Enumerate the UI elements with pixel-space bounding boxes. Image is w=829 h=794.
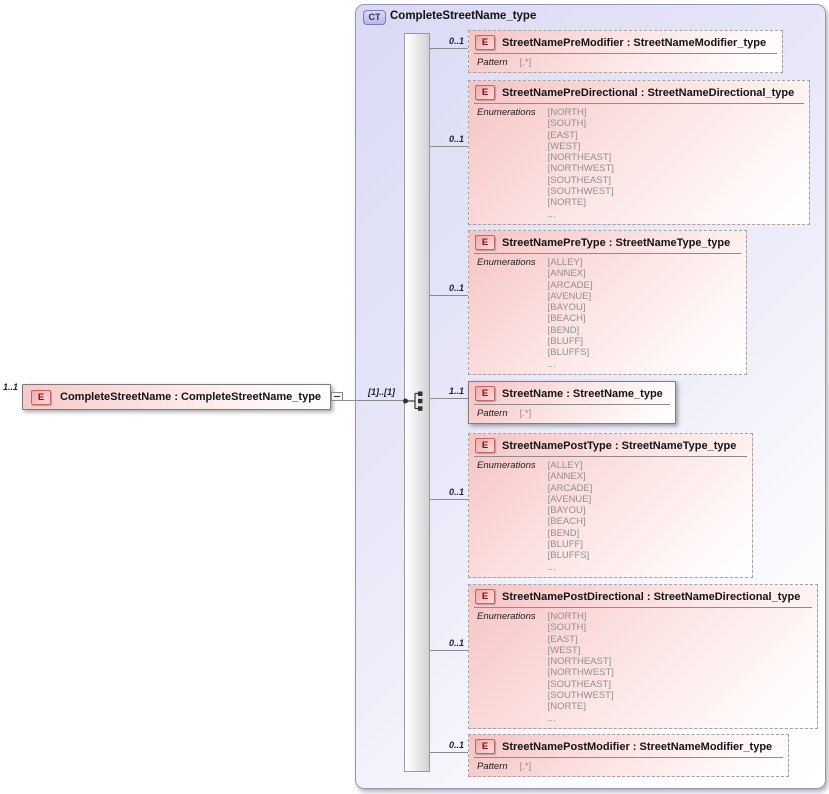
root-element-box[interactable]: E CompleteStreetName : CompleteStreetNam… [22,384,331,410]
cardinality-label: 0..1 [448,740,464,750]
element-box-streetnamepredirectional[interactable]: E StreetNamePreDirectional : StreetNameD… [468,80,810,225]
complex-type-title: CompleteStreetName_type [390,10,537,22]
element-title-row: E StreetNamePreType : StreetNameType_typ… [469,231,746,253]
connector-line [430,650,468,651]
facet-values: [ALLEY][ANNEX][ARCADE][AVENUE][BAYOU][BE… [547,460,593,573]
element-box-streetnamepremodifier[interactable]: E StreetNamePreModifier : StreetNameModi… [468,30,783,74]
sequence-icon[interactable] [401,390,431,412]
element-box-streetnamepostmodifier[interactable]: E StreetNamePostModifier : StreetNameMod… [468,734,789,778]
facet-label: Pattern [477,57,508,68]
facet-row: Pattern [.*] [474,53,777,72]
element-title-row: E StreetNamePreModifier : StreetNameModi… [469,31,782,53]
element-title: StreetNamePostType : StreetNameType_type [502,439,737,452]
complex-type-badge: CT [363,10,386,25]
facet-values: [NORTH][SOUTH][EAST][WEST][NORTHEAST][NO… [547,107,614,220]
root-connector-label: [1]..[1] [368,387,395,397]
element-title-row: E StreetNamePostDirectional : StreetName… [469,585,817,607]
cardinality-label: 0..1 [448,283,464,293]
element-title-row: E StreetNamePreDirectional : StreetNameD… [469,81,809,103]
element-badge: E [31,389,51,405]
facet-row: Enumerations [NORTH][SOUTH][EAST][WEST][… [474,607,812,728]
facet-label: Enumerations [477,460,536,471]
facet-values: [NORTH][SOUTH][EAST][WEST][NORTHEAST][NO… [547,611,614,724]
connector-line [430,295,468,296]
facet-label: Enumerations [477,107,536,118]
root-cardinality-label: 1..1 [3,382,19,392]
element-badge: E [475,85,495,100]
element-badge: E [475,739,495,754]
element-badge: E [475,438,495,453]
element-title: StreetNamePostModifier : StreetNameModif… [502,740,773,753]
facet-label: Pattern [477,408,508,419]
cardinality-label: 0..1 [448,134,464,144]
facet-label: Enumerations [477,611,536,622]
connector-line [343,400,405,401]
facet-row: Enumerations [ALLEY][ANNEX][ARCADE][AVEN… [474,456,747,577]
element-title: StreetName : StreetName_type [502,387,663,400]
facet-label: Pattern [477,761,508,772]
connector-line [430,398,468,399]
expand-collapse-handle[interactable] [331,392,343,401]
cardinality-label: 0..1 [448,638,464,648]
collapse-minus-icon [334,396,340,397]
element-title: StreetNamePreDirectional : StreetNameDir… [502,86,795,99]
facet-values: [.*] [519,57,532,68]
element-box-streetname[interactable]: E StreetName : StreetName_type Pattern [… [468,381,676,425]
connector-line [430,499,468,500]
cardinality-label: 1..1 [448,386,464,396]
facet-row: Pattern [.*] [474,757,783,776]
facet-values: [.*] [519,408,532,419]
element-title-row: E StreetName : StreetName_type [469,382,675,404]
cardinality-label: 0..1 [448,487,464,497]
connector-line [430,752,468,753]
element-title: StreetNamePostDirectional : StreetNameDi… [502,590,801,603]
facet-row: Pattern [.*] [474,404,670,423]
facet-values: [ALLEY][ANNEX][ARCADE][AVENUE][BAYOU][BE… [547,257,593,370]
cardinality-label: 0..1 [448,36,464,46]
element-badge: E [475,35,495,50]
root-element-title: CompleteStreetName : CompleteStreetName_… [60,391,322,403]
element-badge: E [475,235,495,250]
element-title-row: E StreetNamePostModifier : StreetNameMod… [469,735,788,757]
connector-line [430,146,468,147]
element-box-streetnamepretype[interactable]: E StreetNamePreType : StreetNameType_typ… [468,230,747,375]
facet-row: Enumerations [ALLEY][ANNEX][ARCADE][AVEN… [474,253,741,374]
element-title: StreetNamePreModifier : StreetNameModifi… [502,36,767,49]
facet-row: Enumerations [NORTH][SOUTH][EAST][WEST][… [474,103,804,224]
facet-values: [.*] [519,761,532,772]
element-title-row: E StreetNamePostType : StreetNameType_ty… [469,434,752,456]
facet-label: Enumerations [477,257,536,268]
element-badge: E [475,386,495,401]
element-box-streetnamepostdirectional[interactable]: E StreetNamePostDirectional : StreetName… [468,584,818,729]
element-title: StreetNamePreType : StreetNameType_type [502,236,731,249]
element-badge: E [475,589,495,604]
element-box-streetnameposttype[interactable]: E StreetNamePostType : StreetNameType_ty… [468,433,753,578]
connector-line [430,48,468,49]
